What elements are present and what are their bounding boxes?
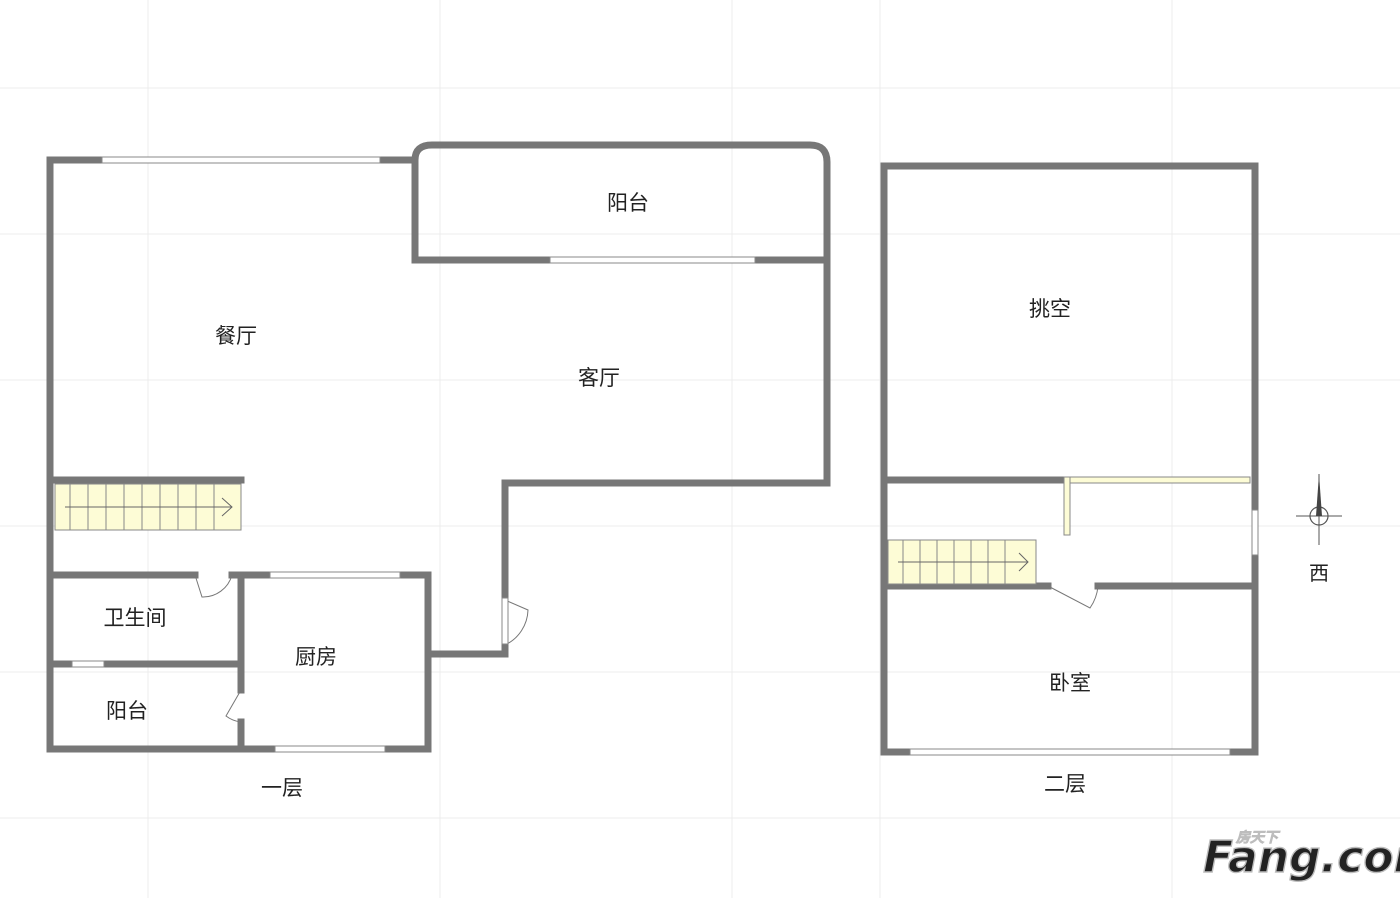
- floor1-outer-wall: [46, 156, 831, 753]
- hall-window: [1251, 509, 1259, 556]
- kitchen-sliding-door: [269, 571, 401, 579]
- floor1-label: 一层: [261, 776, 303, 800]
- bedroom-label: 卧室: [1049, 671, 1091, 695]
- balcony-small-label: 阳台: [106, 699, 148, 723]
- entry-door-frame: [501, 597, 509, 645]
- svg-text:Fang.com: Fang.com: [1203, 832, 1400, 883]
- floor2-plan: 挑空 卧室 二层: [880, 162, 1259, 796]
- compass-icon: [1296, 474, 1342, 545]
- floor2-staircase: [887, 539, 1037, 585]
- bathroom-label: 卫生间: [104, 606, 167, 630]
- fang-logo: Fang.com 房天下: [1202, 829, 1400, 884]
- balcony-sliding-door: [549, 256, 756, 264]
- kitchen-label: 厨房: [295, 645, 337, 669]
- floor1-staircase: [54, 483, 242, 531]
- bathroom-door: [194, 574, 233, 598]
- small-balcony-window: [71, 660, 105, 668]
- floor1-plan: 阳台 餐厅 客厅 卫生间 厨房 阳台 一层: [46, 141, 831, 800]
- entry-door: [504, 599, 529, 646]
- compass-direction-label: 西: [1309, 561, 1329, 585]
- kitchen-window: [274, 745, 386, 753]
- svg-text:房天下: 房天下: [1235, 829, 1281, 846]
- void-railing: [1065, 476, 1251, 484]
- dining-window: [101, 156, 381, 164]
- floor2-outer-wall: [880, 162, 1259, 756]
- balcony-top-label: 阳台: [607, 191, 649, 215]
- dining-room-label: 餐厅: [215, 324, 257, 348]
- void-label: 挑空: [1029, 297, 1071, 321]
- bedroom-window: [909, 748, 1231, 756]
- living-room-label: 客厅: [578, 366, 620, 390]
- bedroom-door: [1047, 585, 1099, 609]
- balcony-door: [225, 689, 242, 723]
- floor2-label: 二层: [1044, 772, 1086, 796]
- floor1-balcony-wall: [411, 141, 831, 264]
- void-railing-post: [1063, 476, 1071, 536]
